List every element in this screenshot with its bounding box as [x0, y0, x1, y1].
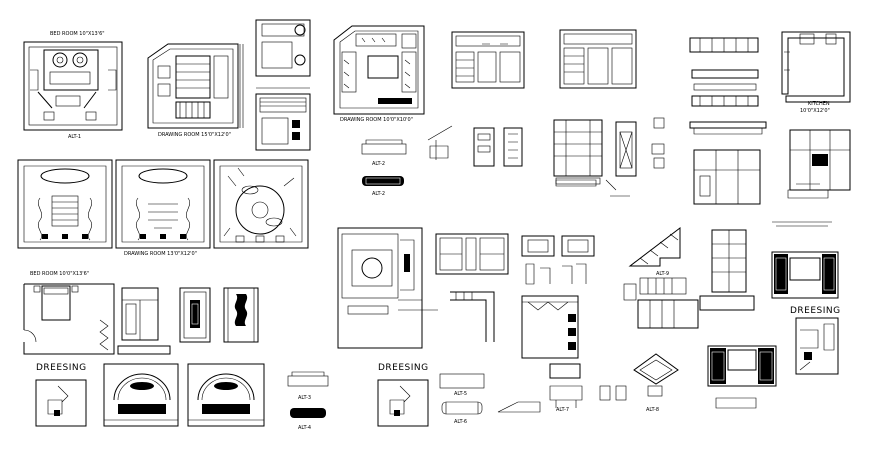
wardrobe-elevation-2 [117, 287, 171, 355]
alt-1-label: ALT-1 [68, 134, 82, 140]
drawing-room-plan-4 [115, 159, 211, 249]
side-table-elevations [549, 363, 663, 408]
drawing-room-plan-2 [333, 25, 425, 115]
alt-5-label: ALT-5 [454, 391, 468, 397]
drawing-room-plan-5 [213, 159, 309, 249]
alt-6-label: ALT-6 [454, 419, 468, 425]
staircase-section [623, 226, 699, 329]
drawing-room-3-title: DRAWING ROOM 13'0"X12'0" [124, 251, 198, 257]
tall-unit-elevation [699, 229, 755, 311]
triangle-table-plan [633, 353, 679, 385]
alt-8-label: ALT-8 [646, 407, 660, 413]
drawing-room-2-title: DRAWING ROOM 10'0"X10'0" [340, 117, 414, 123]
kitchen-size: 10'0"X12'0" [800, 108, 830, 114]
dressing-elevation-2 [223, 287, 259, 343]
kitchen-counter-section [689, 121, 767, 205]
dressing-title-1: DREESING [36, 363, 87, 373]
center-room-plan [337, 227, 438, 349]
sofa-elevation-alt [287, 371, 329, 418]
bed-elevation-right [707, 345, 777, 409]
bed-room-plan-2 [23, 283, 115, 355]
kitchen-title: KITCHEN [808, 101, 830, 107]
door-elevation [615, 117, 665, 177]
alt-2b-label: ALT-2 [372, 191, 386, 197]
pooja-unit-sketch [427, 125, 453, 160]
shelf-elevations [473, 127, 523, 167]
tv-wall-elevation [435, 233, 509, 275]
bar-counter-plan [521, 295, 579, 359]
dressing-elevation-1 [179, 287, 211, 343]
crockery-elevation [559, 29, 637, 89]
bed-room-1-title: BED ROOM 10"X13'6" [50, 31, 105, 37]
bed-room-2-title: BED ROOM 10'0"X13'6" [30, 271, 90, 277]
corner-plan [450, 291, 495, 342]
alt-2-label: ALT-2 [372, 161, 386, 167]
drawing-room-plan-1 [147, 43, 244, 129]
bed-room-plan [23, 41, 123, 131]
sofa-plan-bottom [439, 373, 485, 415]
dressing-plan-1 [35, 379, 87, 427]
kitchen-plan [781, 31, 851, 103]
bedroom-elevation-1 [103, 363, 179, 427]
alt-9-label: ALT-9 [656, 271, 670, 277]
drawing-room-plan-3 [17, 159, 113, 249]
alt-sofa-elevation [361, 139, 407, 186]
alt-3-label: ALT-3 [298, 395, 312, 401]
kitchen-side-elevation [789, 129, 851, 191]
dining-elevation [451, 31, 525, 89]
study-table-elevations [521, 235, 595, 285]
showcase-elevation [553, 119, 603, 185]
dressing-title-3: DREESING [790, 306, 841, 316]
lcd-unit-elevation [771, 221, 839, 299]
dressing-title-2: DREESING [378, 363, 429, 373]
tv-unit-elevation-top [255, 19, 311, 89]
alt-7-label: ALT-7 [556, 407, 570, 413]
misc-details [555, 179, 829, 199]
ramp-section [497, 401, 541, 413]
drawing-room-1-title: DRAWING ROOM 15'0"X12'0" [158, 132, 232, 138]
wardrobe-elevation [255, 93, 311, 151]
alt-4-label: ALT-4 [298, 425, 312, 431]
dressing-plan-center [377, 379, 429, 427]
bedroom-elevation-2 [187, 363, 265, 427]
kitchen-elevation-top [689, 37, 759, 107]
dressing-plan-right [795, 317, 839, 375]
